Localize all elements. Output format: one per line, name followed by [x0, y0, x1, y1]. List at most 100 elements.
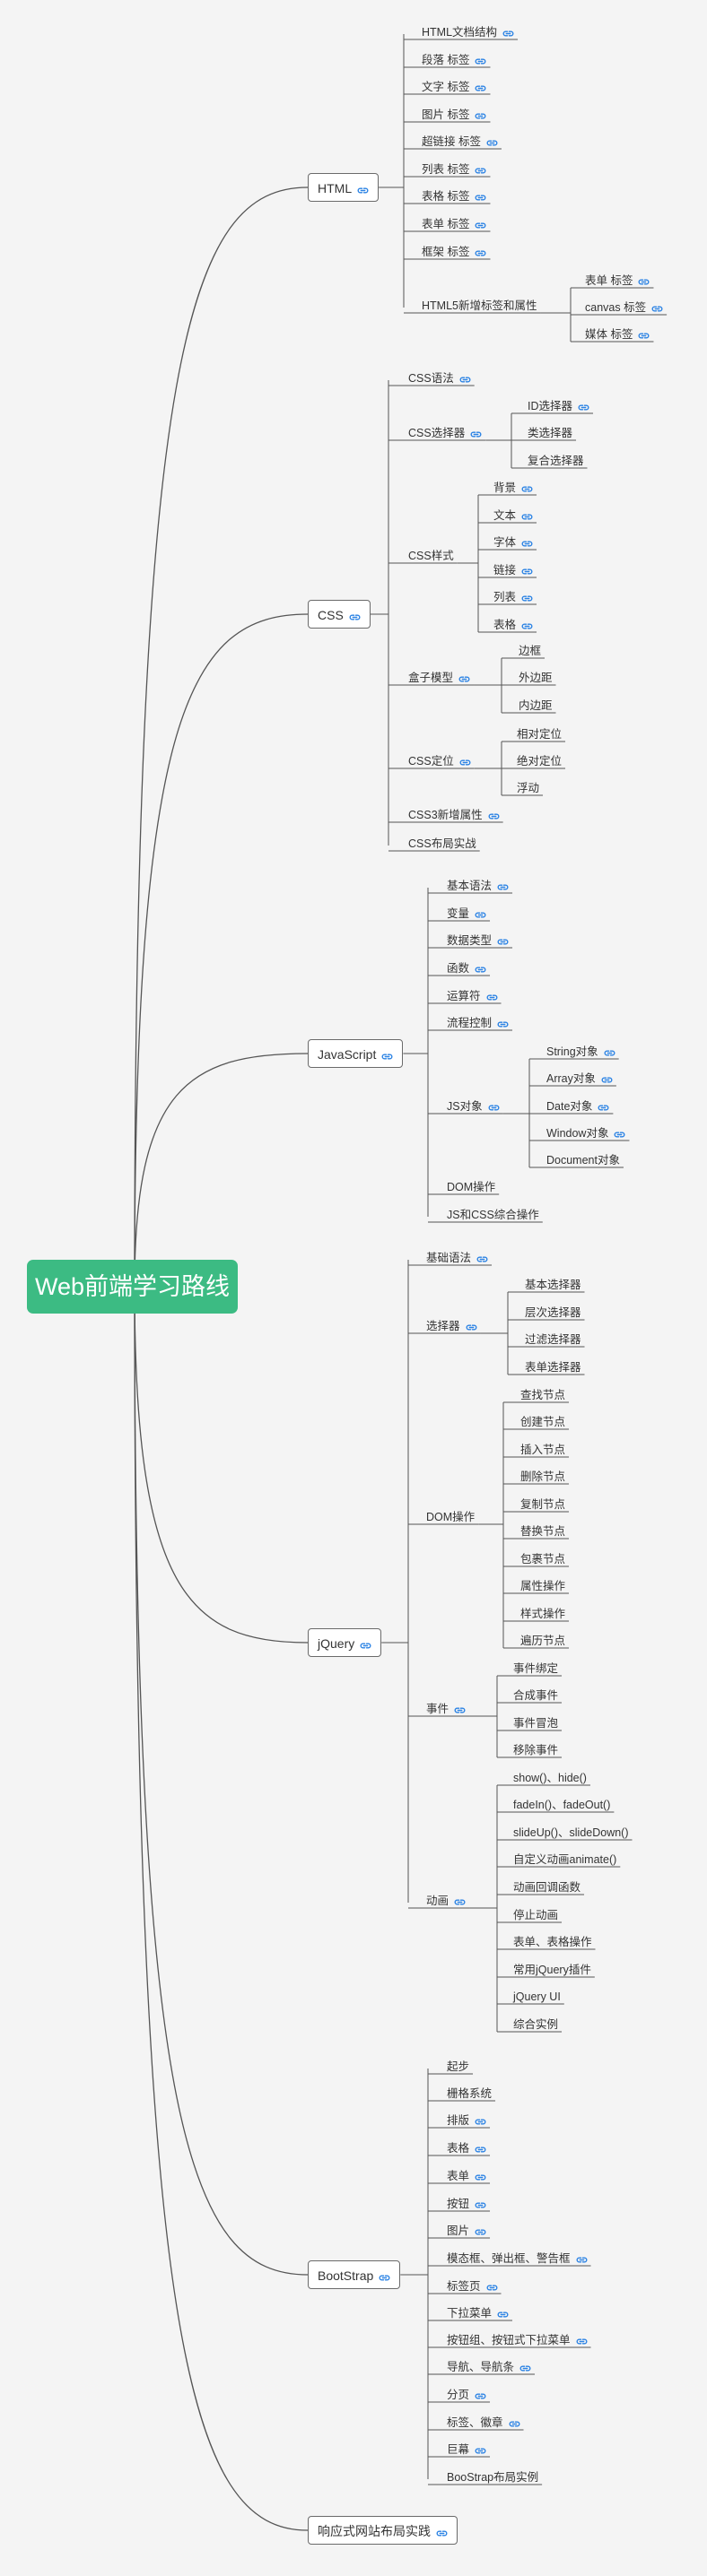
leaf-1-1-0[interactable]: ID选择器: [528, 399, 589, 413]
node-4-12[interactable]: 分页: [447, 2388, 486, 2402]
link-icon[interactable]: [604, 1049, 615, 1057]
link-icon[interactable]: [379, 2274, 390, 2282]
link-icon[interactable]: [578, 403, 589, 412]
link-icon[interactable]: [475, 2392, 486, 2400]
leaf-3-2-2[interactable]: 插入节点: [520, 1443, 565, 1457]
link-icon[interactable]: [497, 938, 509, 946]
node-4-9[interactable]: 下拉菜单: [447, 2306, 509, 2320]
leaf-2-6-1[interactable]: Array对象: [546, 1071, 613, 1086]
node-3-3[interactable]: 事件: [426, 1702, 466, 1716]
node-4-5[interactable]: 按钮: [447, 2197, 486, 2211]
link-icon[interactable]: [475, 57, 486, 65]
leaf-3-2-9[interactable]: 遍历节点: [520, 1634, 565, 1648]
leaf-1-4-2[interactable]: 浮动: [517, 781, 539, 795]
link-icon[interactable]: [475, 2228, 486, 2236]
link-icon[interactable]: [488, 1104, 500, 1112]
link-icon[interactable]: [475, 2146, 486, 2154]
leaf-1-1-2[interactable]: 复合选择器: [528, 454, 584, 468]
link-icon[interactable]: [475, 2173, 486, 2181]
leaf-3-2-7[interactable]: 属性操作: [520, 1579, 565, 1593]
node-0-2[interactable]: 文字 标签: [422, 80, 486, 94]
branch-4[interactable]: BootStrap: [308, 2260, 401, 2289]
node-0-3[interactable]: 图片 标签: [422, 108, 486, 122]
leaf-1-2-0[interactable]: 背景: [493, 481, 533, 495]
link-icon[interactable]: [475, 911, 486, 919]
node-4-11[interactable]: 导航、导航条: [447, 2360, 531, 2374]
leaf-1-2-4[interactable]: 列表: [493, 590, 533, 604]
link-icon[interactable]: [454, 1706, 466, 1714]
node-2-4[interactable]: 运算符: [447, 989, 498, 1003]
leaf-2-6-4[interactable]: Document对象: [546, 1153, 620, 1167]
leaf-3-1-0[interactable]: 基本选择器: [525, 1278, 581, 1292]
leaf-3-3-3[interactable]: 移除事件: [513, 1743, 558, 1757]
link-icon[interactable]: [521, 540, 533, 548]
link-icon[interactable]: [475, 84, 486, 92]
node-4-1[interactable]: 栅格系统: [447, 2086, 492, 2101]
node-2-6[interactable]: JS对象: [447, 1099, 500, 1114]
leaf-2-6-3[interactable]: Window对象: [546, 1126, 625, 1141]
link-icon[interactable]: [521, 594, 533, 603]
node-0-8[interactable]: 框架 标签: [422, 245, 486, 259]
node-3-0[interactable]: 基础语法: [426, 1251, 488, 1265]
node-2-5[interactable]: 流程控制: [447, 1016, 509, 1030]
link-icon[interactable]: [475, 966, 486, 974]
node-0-4[interactable]: 超链接 标签: [422, 134, 498, 149]
leaf-1-3-0[interactable]: 边框: [519, 644, 541, 658]
leaf-3-2-8[interactable]: 样式操作: [520, 1607, 565, 1621]
link-icon[interactable]: [488, 812, 500, 820]
leaf-3-4-0[interactable]: show()、hide(): [513, 1771, 587, 1785]
leaf-1-2-2[interactable]: 字体: [493, 535, 533, 550]
leaf-3-1-2[interactable]: 过滤选择器: [525, 1332, 581, 1347]
link-icon[interactable]: [475, 2447, 486, 2455]
node-2-8[interactable]: JS和CSS综合操作: [447, 1208, 539, 1222]
leaf-1-4-0[interactable]: 相对定位: [517, 727, 562, 742]
link-icon[interactable]: [476, 1255, 488, 1263]
node-4-3[interactable]: 表格: [447, 2141, 486, 2155]
link-icon[interactable]: [349, 613, 361, 621]
link-icon[interactable]: [614, 1131, 625, 1139]
node-0-0[interactable]: HTML文档结构: [422, 25, 514, 39]
link-icon[interactable]: [486, 993, 498, 1002]
link-icon[interactable]: [360, 1642, 371, 1650]
node-1-4[interactable]: CSS定位: [408, 754, 471, 768]
branch-0[interactable]: HTML: [308, 173, 380, 202]
leaf-1-3-1[interactable]: 外边距: [519, 671, 553, 685]
link-icon[interactable]: [519, 2364, 531, 2372]
leaf-3-4-4[interactable]: 动画回调函数: [513, 1880, 580, 1895]
link-icon[interactable]: [466, 1323, 477, 1331]
link-icon[interactable]: [576, 2256, 588, 2264]
link-icon[interactable]: [458, 675, 470, 683]
node-1-3[interactable]: 盒子模型: [408, 671, 470, 685]
leaf-3-4-5[interactable]: 停止动画: [513, 1908, 558, 1922]
leaf-1-1-1[interactable]: 类选择器: [528, 426, 572, 440]
link-icon[interactable]: [475, 2201, 486, 2209]
leaf-3-1-1[interactable]: 层次选择器: [525, 1305, 581, 1320]
leaf-3-2-3[interactable]: 删除节点: [520, 1470, 565, 1484]
link-icon[interactable]: [651, 305, 663, 313]
link-icon[interactable]: [459, 759, 471, 767]
link-icon[interactable]: [521, 568, 533, 576]
leaf-3-2-0[interactable]: 查找节点: [520, 1388, 565, 1402]
link-icon[interactable]: [475, 194, 486, 202]
root-node[interactable]: Web前端学习路线: [27, 1260, 238, 1314]
link-icon[interactable]: [598, 1104, 609, 1112]
link-icon[interactable]: [497, 1020, 509, 1028]
leaf-3-3-2[interactable]: 事件冒泡: [513, 1716, 558, 1730]
node-1-2[interactable]: CSS样式: [408, 549, 454, 563]
node-1-6[interactable]: CSS布局实战: [408, 837, 476, 851]
link-icon[interactable]: [486, 139, 498, 147]
link-icon[interactable]: [521, 485, 533, 493]
node-4-14[interactable]: 巨幕: [447, 2442, 486, 2457]
branch-1[interactable]: CSS: [308, 600, 371, 629]
leaf-1-2-1[interactable]: 文本: [493, 508, 533, 523]
branch-3[interactable]: jQuery: [308, 1628, 382, 1657]
link-icon[interactable]: [638, 278, 650, 286]
leaf-2-6-2[interactable]: Date对象: [546, 1099, 609, 1114]
leaf-1-3-2[interactable]: 内边距: [519, 698, 553, 713]
node-4-7[interactable]: 模态框、弹出框、警告框: [447, 2251, 588, 2266]
leaf-3-4-6[interactable]: 表单、表格操作: [513, 1935, 592, 1949]
leaf-3-2-1[interactable]: 创建节点: [520, 1415, 565, 1429]
leaf-3-2-6[interactable]: 包裹节点: [520, 1552, 565, 1566]
node-4-2[interactable]: 排版: [447, 2113, 486, 2128]
node-0-7[interactable]: 表单 标签: [422, 217, 486, 231]
